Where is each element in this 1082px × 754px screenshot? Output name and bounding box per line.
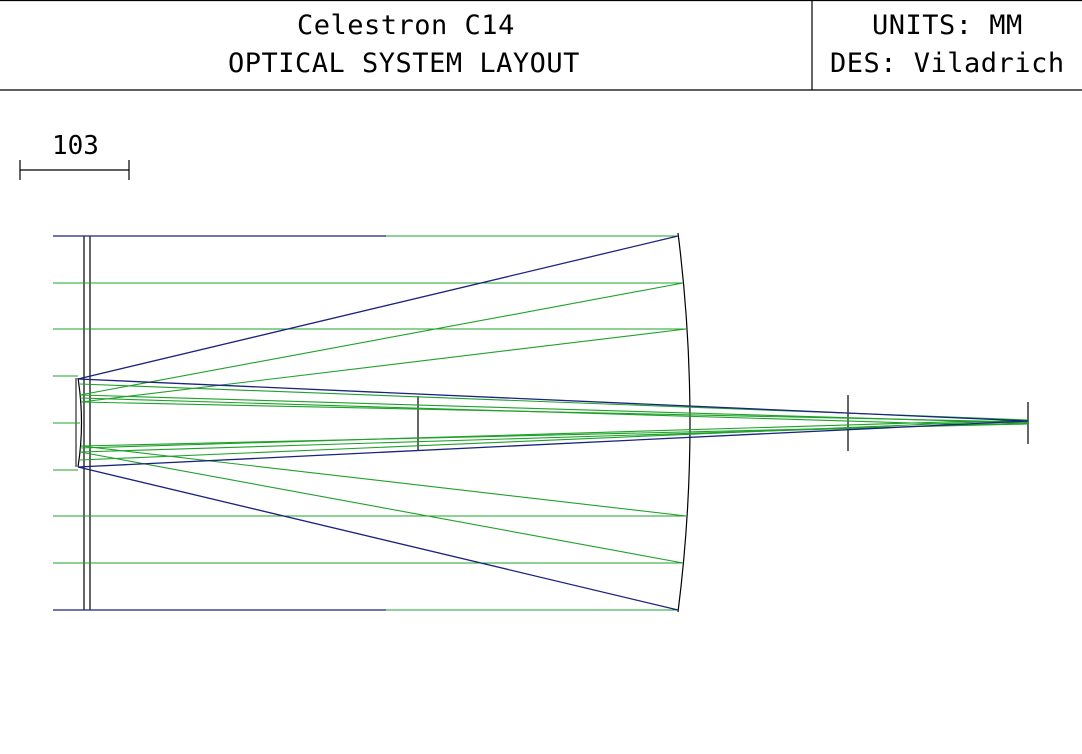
title-block-frame (0, 0, 1082, 91)
scale-bar (19, 160, 130, 180)
secondary-mirror (77, 377, 83, 468)
corrector-plate (83, 236, 91, 610)
primary-mirror (677, 232, 691, 613)
designer-label: DES: Viladrich (830, 48, 1065, 79)
scale-bar-label: 103 (52, 131, 99, 161)
title-block: Celestron C14 OPTICAL SYSTEM LAYOUT UNIT… (0, 0, 1082, 90)
field-rays (53, 235, 1029, 611)
title-line-1: Celestron C14 (297, 10, 515, 41)
marginal-rays (53, 235, 1029, 611)
title-line-2: OPTICAL SYSTEM LAYOUT (228, 48, 580, 79)
units-label: UNITS: MM (872, 10, 1023, 41)
